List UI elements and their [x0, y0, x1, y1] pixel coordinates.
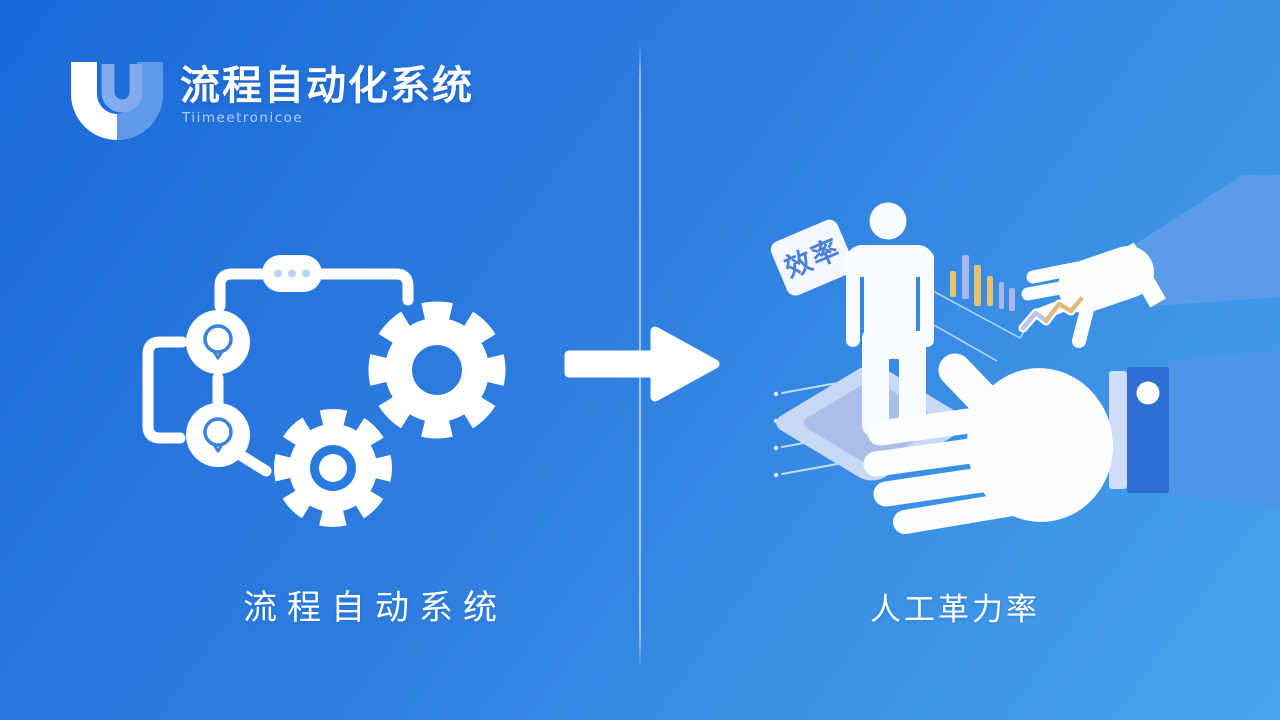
- flow-connectors: [142, 268, 414, 477]
- flow-node-1: [186, 310, 250, 374]
- caption-right: 人工革力率: [870, 592, 1040, 628]
- open-hand-icon: [863, 351, 1280, 534]
- balloon-icon: [203, 324, 233, 354]
- balloon-icon: [203, 417, 233, 447]
- gear-small-icon: [274, 409, 392, 527]
- handover-illustration: 效率: [770, 175, 1280, 534]
- caption-left: 流程自动系统: [243, 588, 507, 628]
- cuff-band: [1127, 367, 1169, 493]
- trend-line: [1018, 294, 1086, 333]
- logo-subtitle: Tiimeetronicoe: [182, 110, 304, 126]
- u-logo-icon: [71, 62, 163, 140]
- pointing-hand-icon: [1021, 175, 1280, 348]
- flow-pill-node: [262, 255, 322, 292]
- arrow-right-icon: [564, 326, 720, 402]
- flow-node-2: [186, 403, 250, 467]
- workflow-illustration: [142, 255, 506, 527]
- bar-chart-icon: [950, 255, 1015, 311]
- person-icon: [846, 202, 934, 437]
- efficiency-sign: 效率: [770, 219, 855, 296]
- page-title: 流程自动化系统: [180, 63, 474, 109]
- gear-large-icon: [368, 301, 506, 439]
- cuff-button-icon: [1136, 381, 1160, 405]
